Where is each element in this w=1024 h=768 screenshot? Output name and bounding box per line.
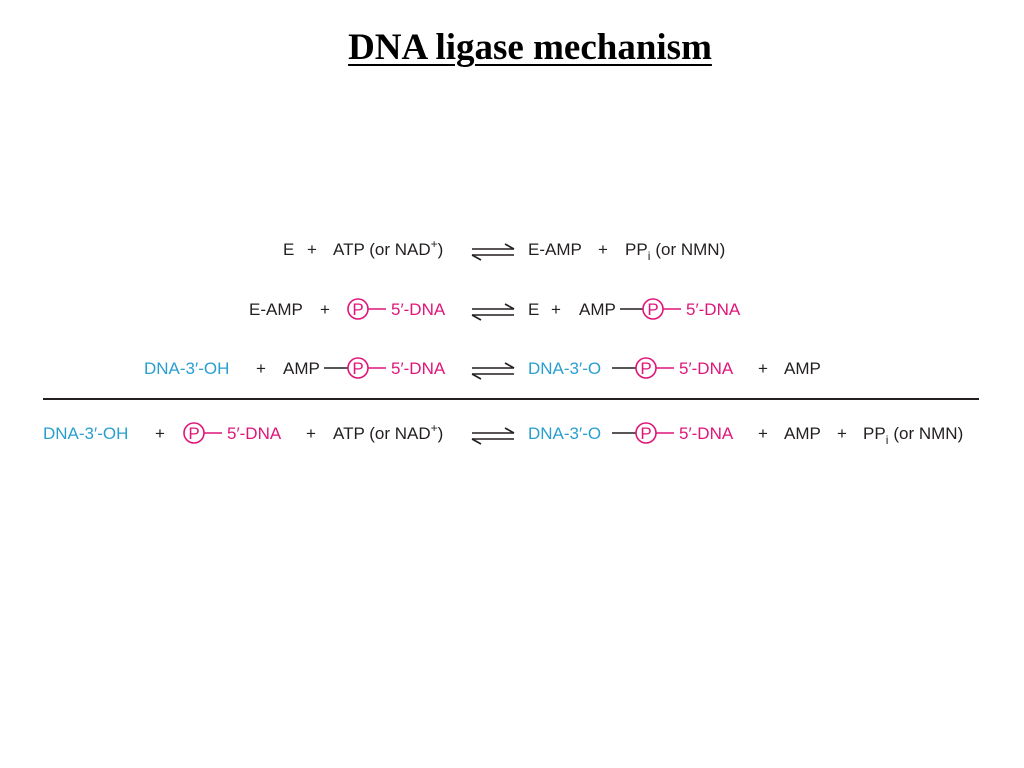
net-equation: DNA-3′-OH + P 5′-DNA + ATP (or NAD+) DNA… xyxy=(43,421,963,447)
equation-2: E-AMP + P 5′-DNA E + AMP P 5′-DNA xyxy=(249,298,741,321)
eq3-dna5: 5′-DNA xyxy=(391,359,446,378)
eq2-dna5: 5′-DNA xyxy=(391,300,446,319)
net-phosphate-label: P xyxy=(188,424,199,443)
eq1-equilibrium-arrow xyxy=(471,243,515,261)
eq1-atp: ATP (or NAD+) xyxy=(333,237,443,259)
eq2-phosphate-label: P xyxy=(352,300,363,319)
net-ppi: PPi(or NMN) xyxy=(863,424,963,447)
eq2-enzyme: E xyxy=(528,300,539,319)
eq1-plus-1: + xyxy=(307,240,317,259)
net-plus-2: + xyxy=(306,424,316,443)
eq3-phosphate-label: P xyxy=(352,359,363,378)
eq2-amp: AMP xyxy=(579,300,616,319)
net-dna5-right: 5′-DNA xyxy=(679,424,734,443)
net-amp: AMP xyxy=(784,424,821,443)
eq3-dna3-o: DNA-3′-O xyxy=(528,359,601,378)
eq2-plus-2: + xyxy=(551,300,561,319)
eq1-enzyme: E xyxy=(283,240,294,259)
eq2-e-amp: E-AMP xyxy=(249,300,303,319)
equation-1: E + ATP (or NAD+) E-AMP + PPi(or NMN) xyxy=(283,237,725,263)
equation-3: DNA-3′-OH + AMP P 5′-DNA DNA-3′-O P 5′-D… xyxy=(144,357,821,380)
net-dna5: 5′-DNA xyxy=(227,424,282,443)
eq1-e-amp: E-AMP xyxy=(528,240,582,259)
eq2-dna5-right: 5′-DNA xyxy=(686,300,741,319)
eq1-ppi: PPi(or NMN) xyxy=(625,240,725,263)
slide-title: DNA ligase mechanism xyxy=(348,27,712,68)
net-phosphate-label-right: P xyxy=(640,424,651,443)
net-atp: ATP (or NAD+) xyxy=(333,421,443,443)
net-equilibrium-arrow xyxy=(471,427,515,445)
eq3-plus-2: + xyxy=(758,359,768,378)
eq2-plus-1: + xyxy=(320,300,330,319)
net-plus-1: + xyxy=(155,424,165,443)
eq2-phosphate-label-right: P xyxy=(647,300,658,319)
eq3-amp: AMP xyxy=(283,359,320,378)
eq2-equilibrium-arrow xyxy=(471,303,515,321)
eq3-phosphate-label-right: P xyxy=(640,359,651,378)
net-dna3-oh: DNA-3′-OH xyxy=(43,424,128,443)
eq3-plus-1: + xyxy=(256,359,266,378)
eq3-equilibrium-arrow xyxy=(471,362,515,380)
net-plus-4: + xyxy=(837,424,847,443)
eq3-amp-right: AMP xyxy=(784,359,821,378)
eq3-dna3-oh: DNA-3′-OH xyxy=(144,359,229,378)
net-dna3-o: DNA-3′-O xyxy=(528,424,601,443)
eq3-dna5-right: 5′-DNA xyxy=(679,359,734,378)
net-plus-3: + xyxy=(758,424,768,443)
eq1-plus-2: + xyxy=(598,240,608,259)
